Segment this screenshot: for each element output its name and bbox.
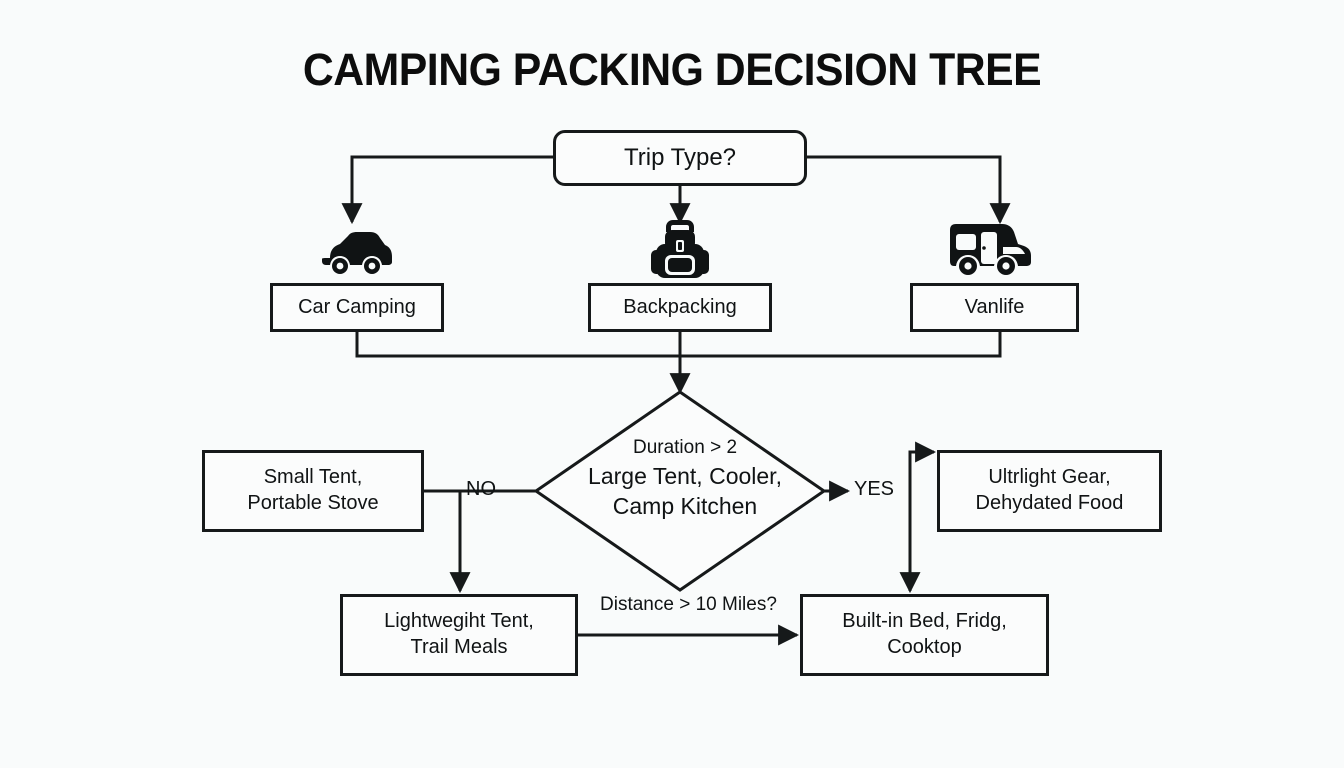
node-small-tent-label: Small Tent, Portable Stove [247,466,379,514]
node-small-tent[interactable]: Small Tent, Portable Stove [202,450,424,532]
node-builtin-bed-label: Built-in Bed, Fridg, Cooktop [842,610,1007,658]
node-car-camping[interactable]: Car Camping [270,283,444,332]
node-car-camping-label: Car Camping [298,295,416,318]
car-icon [322,232,392,274]
node-decision-duration[interactable]: Duration > 2 Large Tent, Cooler, Camp Ki… [555,435,815,522]
backpack-icon [651,220,709,278]
edge-root-to-vanlife [807,155,1011,225]
edge-yes-to-ultralight [908,441,937,491]
edge-root-to-car [341,155,553,225]
node-backpacking[interactable]: Backpacking [588,283,772,332]
node-vanlife-label: Vanlife [964,295,1025,318]
edge-label-no: NO [466,478,496,500]
node-trip-type-label: Trip Type? [623,143,737,171]
node-vanlife[interactable]: Vanlife [910,283,1079,332]
node-lightweight-tent-label: Lightwegiht Tent, Trail Meals [384,610,534,658]
node-builtin-bed[interactable]: Built-in Bed, Fridg, Cooktop [800,594,1049,676]
edge-label-distance: Distance > 10 Miles? [600,594,777,615]
node-ultralight-gear-label: Ultrlight Gear, Dehydated Food [975,466,1124,514]
node-trip-type[interactable]: Trip Type? [553,130,807,186]
node-ultralight-gear[interactable]: Ultrlight Gear, Dehydated Food [937,450,1162,532]
rv-icon [950,224,1031,275]
decision-condition-label: Duration > 2 [632,437,738,458]
page-title: CAMPING PACKING DECISION TREE [302,44,1042,95]
node-lightweight-tent[interactable]: Lightwegiht Tent, Trail Meals [340,594,578,676]
edge-label-yes: YES [854,478,895,500]
decision-diamond [533,390,827,592]
node-backpacking-label: Backpacking [623,295,737,318]
decision-detail-label: Large Tent, Cooler, Camp Kitchen [588,462,782,520]
